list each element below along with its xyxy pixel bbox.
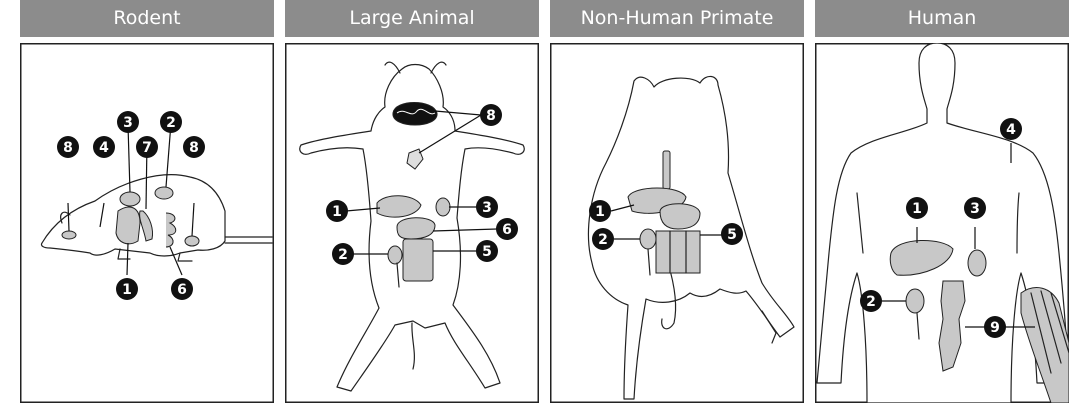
- rodent-body: [41, 175, 272, 261]
- svg-text:4: 4: [99, 140, 109, 156]
- svg-text:5: 5: [727, 227, 737, 243]
- marker-5: 5: [476, 240, 498, 262]
- panel-title: Large Animal: [285, 0, 539, 37]
- svg-text:2: 2: [598, 232, 608, 248]
- marker-7: 7: [136, 136, 158, 158]
- marker-4: 4: [1000, 118, 1022, 140]
- marker-1: 1: [116, 278, 138, 300]
- panel-frame: 8 4 3 7 2 8 1 6: [20, 43, 274, 403]
- marker-8: 8: [183, 136, 205, 158]
- marker-3: 3: [964, 197, 986, 219]
- marker-5: 5: [721, 223, 743, 245]
- svg-text:1: 1: [122, 282, 132, 298]
- marker-1: 1: [906, 197, 928, 219]
- marker-3: 3: [117, 111, 139, 133]
- svg-text:3: 3: [123, 115, 133, 131]
- primate-illustration: 1 2 5: [550, 43, 804, 403]
- human-illustration: 4 1 3 2 9: [815, 43, 1069, 403]
- svg-text:1: 1: [332, 204, 342, 220]
- panel-frame: 1 2 5: [550, 43, 804, 403]
- svg-text:8: 8: [486, 108, 496, 124]
- panel-rodent: Rodent: [20, 0, 274, 397]
- panel-title: Human: [815, 0, 1069, 37]
- marker-9: 9: [984, 316, 1006, 338]
- svg-text:6: 6: [502, 222, 512, 238]
- svg-text:1: 1: [912, 201, 922, 217]
- marker-2: 2: [592, 228, 614, 250]
- svg-text:2: 2: [866, 294, 876, 310]
- panel-frame: 4 1 3 2 9: [815, 43, 1069, 403]
- svg-text:7: 7: [142, 140, 152, 156]
- panel-non-human-primate: Non-Human Primate 1: [550, 0, 804, 397]
- marker-1: 1: [589, 200, 611, 222]
- svg-text:3: 3: [482, 200, 492, 216]
- marker-3: 3: [476, 196, 498, 218]
- marker-2: 2: [860, 290, 882, 312]
- svg-text:6: 6: [177, 282, 187, 298]
- panel-title: Non-Human Primate: [550, 0, 804, 37]
- svg-text:4: 4: [1006, 122, 1016, 138]
- panel-large-animal: Large Animal: [285, 0, 539, 397]
- svg-text:9: 9: [990, 320, 1000, 336]
- large-animal-illustration: 8 1 3 6 2 5: [285, 43, 539, 403]
- marker-2: 2: [332, 243, 354, 265]
- panel-title: Rodent: [20, 0, 274, 37]
- marker-6: 6: [171, 278, 193, 300]
- svg-text:5: 5: [482, 244, 492, 260]
- marker-1: 1: [326, 200, 348, 222]
- svg-text:2: 2: [338, 247, 348, 263]
- rodent-illustration: 8 4 3 7 2 8 1 6: [20, 43, 274, 403]
- marker-8: 8: [57, 136, 79, 158]
- svg-text:8: 8: [189, 140, 199, 156]
- panel-frame: 8 1 3 6 2 5: [285, 43, 539, 403]
- marker-6: 6: [496, 218, 518, 240]
- svg-text:3: 3: [970, 201, 980, 217]
- marker-4: 4: [93, 136, 115, 158]
- svg-text:1: 1: [595, 204, 605, 220]
- marker-2: 2: [160, 111, 182, 133]
- svg-text:2: 2: [166, 115, 176, 131]
- marker-8: 8: [480, 104, 502, 126]
- svg-text:8: 8: [63, 140, 73, 156]
- panel-human: Human: [815, 0, 1069, 397]
